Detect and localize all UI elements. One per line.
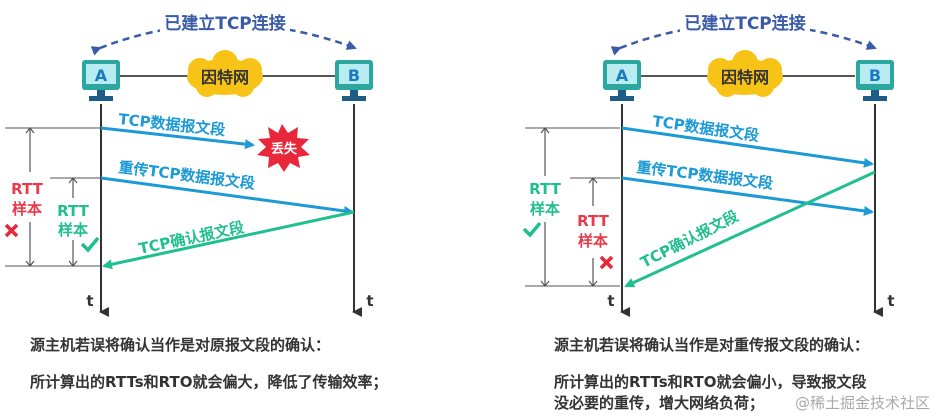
right-rtt-inner-2: 样本 [578,232,608,250]
right-internet-cloud: 因特网 [707,50,783,97]
left-caption-1: 源主机若误将确认当作是对原报文段的确认： [30,336,330,354]
right-caption-2: 所计算出的RTTs和RTO就会偏小，导致报文段 [554,373,866,391]
right-host-b-label: B [869,66,881,85]
right-rtt-inner-cross-icon [599,255,614,270]
left-host-b-label: B [348,66,360,85]
right-msg1-arrow [621,126,874,168]
right-time-b-label: t [887,292,894,310]
right-rtt-outer-1: RTT [529,180,561,198]
right-host-b: B [856,60,894,101]
left-rtt-outer-2: 样本 [12,200,42,218]
right-connection-label: 已建立TCP连接 [684,13,806,34]
left-msg1-arrow [100,126,255,150]
right-msg2-arrow [621,176,874,216]
right-host-a: A [603,60,641,101]
left-ack-arrow [102,210,355,270]
watermark: @稀土掘金技术社区 [795,394,930,412]
right-internet-label: 因特网 [721,68,769,87]
right-ack-arrow [624,170,876,288]
left-rtt-inner-2: 样本 [58,221,88,239]
right-rtt-outer-check-icon [522,221,542,238]
left-time-a-label: t [86,292,93,310]
right-caption-1: 源主机若误将确认当作是对重传报文段的确认： [554,336,869,354]
left-time-b-label: t [366,292,373,310]
left-ack-label: TCP确认报文段 [137,218,246,258]
left-rtt-outer-1: RTT [11,180,43,198]
right-rtt-outer-2: 样本 [530,200,560,218]
left-host-a-label: A [95,66,108,85]
left-caption-2: 所计算出的RTTs和RTO就会偏大，降低了传输效率； [30,373,387,391]
left-host-a: A [82,60,120,101]
left-msg2-label: 重传TCP数据报文段 [118,158,256,193]
left-diagram: 已建立TCP连接 因特网 A B [4,10,387,391]
left-internet-label: 因特网 [201,68,249,87]
right-caption-3: 没必要的重传，增大网络负荷； [554,394,764,412]
left-internet-cloud: 因特网 [187,50,263,97]
left-rtt-inner-check-icon [80,236,100,253]
right-host-a-label: A [616,66,629,85]
right-msg2-label: 重传TCP数据报文段 [636,158,774,193]
left-msg2-arrow [100,176,354,216]
left-connection-label: 已建立TCP连接 [164,13,286,34]
left-rtt-inner-1: RTT [57,202,89,220]
right-time-a-label: t [607,292,614,310]
right-diagram: 已建立TCP连接 因特网 A B t t [522,10,895,412]
left-lost-label: 丢失 [271,141,298,157]
left-rtt-outer-cross-icon [4,223,19,238]
left-host-b: B [335,60,373,101]
left-lost-burst: 丢失 [257,124,310,172]
right-rtt-inner-1: RTT [577,212,609,230]
